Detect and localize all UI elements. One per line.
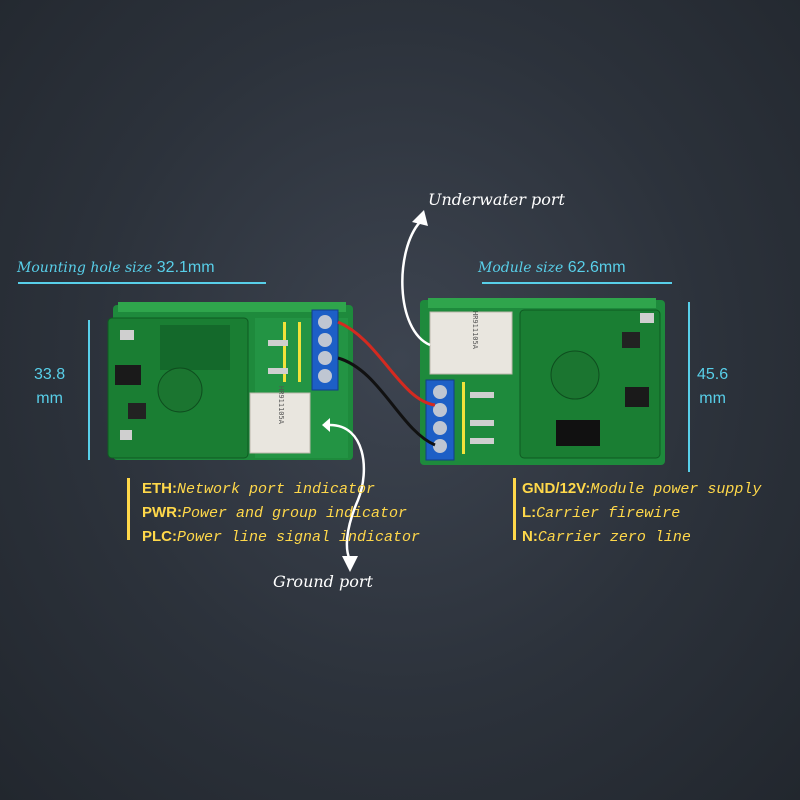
module-size-dimension: Module size 62.6mm bbox=[478, 259, 626, 277]
right-height-dimension: 45.6 mm bbox=[697, 363, 728, 411]
legend-desc: Carrier firewire bbox=[536, 505, 681, 522]
module-size-dim-line bbox=[482, 282, 672, 284]
right-pcb-mount-rail bbox=[428, 298, 656, 308]
mounting-hole-value: 32.1mm bbox=[156, 259, 215, 276]
legend-key: ETH: bbox=[142, 480, 177, 497]
legend-key: L: bbox=[522, 504, 537, 521]
legend-key: PLC: bbox=[142, 528, 177, 545]
module-size-label: Module size bbox=[478, 260, 568, 276]
legend-row-l: L:Carrier firewire bbox=[522, 501, 761, 525]
right-legend-bar bbox=[513, 478, 516, 540]
legend-desc: Network port indicator bbox=[177, 481, 376, 498]
legend-key: PWR: bbox=[142, 504, 182, 521]
mounting-hole-label: Mounting hole size bbox=[17, 260, 157, 276]
red-wire bbox=[337, 320, 436, 407]
left-height-value: 33.8 bbox=[34, 366, 66, 383]
mounting-hole-dim-line bbox=[18, 282, 266, 284]
ground-port-start-arrow bbox=[322, 418, 330, 432]
legend-row-pwr: PWR:Power and group indicator bbox=[142, 501, 420, 525]
legend-row-eth: ETH:Network port indicator bbox=[142, 477, 420, 501]
ground-arrow bbox=[329, 423, 366, 561]
right-height-dim-line bbox=[688, 302, 690, 472]
right-transformer-text: HR911105A bbox=[471, 311, 479, 349]
legend-row-plc: PLC:Power line signal indicator bbox=[142, 525, 420, 549]
left-height-dim-line bbox=[88, 320, 90, 460]
left-legend: ETH:Network port indicator PWR:Power and… bbox=[142, 477, 420, 549]
legend-row-gnd: GND/12V:Module power supply bbox=[522, 477, 761, 501]
legend-desc: Module power supply bbox=[590, 481, 762, 498]
legend-row-n: N:Carrier zero line bbox=[522, 525, 761, 549]
left-height-dimension: 33.8 mm bbox=[34, 363, 65, 411]
left-board bbox=[107, 302, 353, 460]
left-transformer-label: HR911105A bbox=[277, 386, 285, 432]
module-size-value: 62.6mm bbox=[567, 259, 626, 276]
black-wire bbox=[337, 356, 436, 447]
right-height-unit: mm bbox=[699, 390, 726, 407]
right-transformer bbox=[429, 311, 513, 375]
right-height-value: 45.6 bbox=[697, 366, 729, 383]
ground-arrowhead bbox=[342, 556, 358, 572]
mounting-hole-dimension: Mounting hole size 32.1mm bbox=[17, 259, 215, 277]
left-transformer bbox=[249, 392, 311, 454]
left-legend-bar bbox=[127, 478, 130, 540]
legend-desc: Carrier zero line bbox=[537, 529, 691, 546]
underwater-arrow bbox=[401, 221, 431, 347]
legend-desc: Power line signal indicator bbox=[177, 529, 421, 546]
underwater-port-label: Underwater port bbox=[428, 190, 565, 209]
underwater-arrowhead bbox=[412, 210, 428, 226]
legend-key: N: bbox=[522, 528, 538, 545]
legend-desc: Power and group indicator bbox=[182, 505, 408, 522]
ground-port-label: Ground port bbox=[273, 572, 373, 591]
left-height-unit: mm bbox=[36, 390, 63, 407]
left-transformer-text: HR911105A bbox=[277, 386, 285, 424]
right-legend: GND/12V:Module power supply L:Carrier fi… bbox=[522, 477, 761, 549]
left-chip-area bbox=[160, 325, 230, 370]
left-pcb-mount-rail bbox=[118, 302, 346, 312]
right-board bbox=[420, 298, 665, 465]
right-transformer-label: HR911105A bbox=[471, 311, 479, 357]
legend-key: GND/12V: bbox=[522, 480, 591, 497]
